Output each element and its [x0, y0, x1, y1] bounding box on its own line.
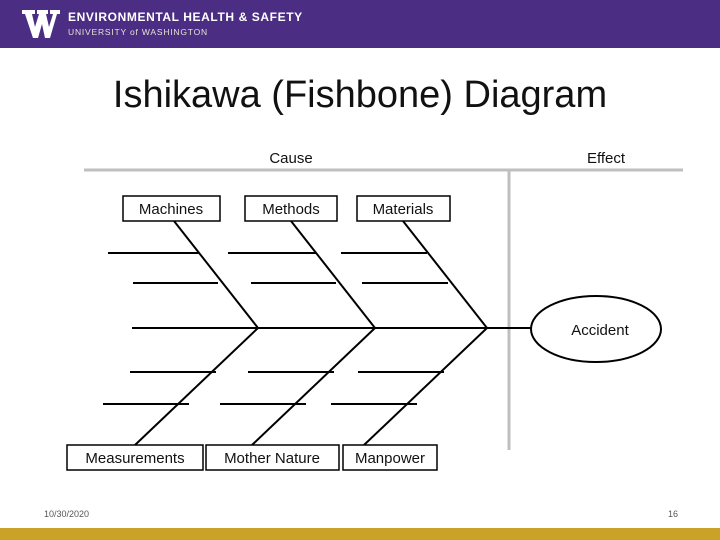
category-label-measurements: Measurements	[85, 450, 184, 467]
footer-gold-bar	[0, 528, 720, 540]
sub-cause-lines-bottom	[103, 371, 444, 405]
header-bar: ENVIRONMENTAL HEALTH & SAFETY UNIVERSITY…	[0, 0, 720, 48]
category-label-materials: Materials	[373, 201, 434, 218]
sub-cause-lines-top	[108, 252, 448, 284]
category-box-methods	[244, 195, 338, 222]
effect-label: Accident	[571, 322, 629, 339]
category-box-manpower	[342, 444, 438, 471]
department-name: ENVIRONMENTAL HEALTH & SAFETY	[68, 10, 303, 24]
category-box-materials	[356, 195, 451, 222]
university-name: UNIVERSITY of WASHINGTON	[68, 27, 208, 37]
uw-w-logo-icon	[22, 10, 60, 38]
page-number: 16	[667, 509, 678, 519]
page-title: Ishikawa (Fishbone) Diagram	[112, 74, 608, 116]
effect-header: Effect	[587, 150, 626, 167]
category-box-machines	[122, 195, 221, 222]
category-label-machines: Machines	[139, 201, 203, 218]
category-label-mother-nature: Mother Nature	[224, 450, 320, 467]
category-label-methods: Methods	[262, 201, 320, 218]
category-box-measurements	[66, 444, 204, 471]
effect-ellipse	[530, 295, 662, 363]
footer-date: 10/30/2020	[44, 509, 90, 519]
bone-manpower	[363, 327, 488, 446]
bone-materials	[402, 220, 488, 329]
cause-header: Cause	[269, 150, 312, 167]
category-label-manpower: Manpower	[355, 450, 425, 467]
bone-measurements	[134, 327, 259, 446]
bone-methods	[290, 220, 376, 329]
category-box-mother-nature	[205, 444, 340, 471]
bone-machines	[173, 220, 259, 329]
bone-mother-nature	[251, 327, 376, 446]
